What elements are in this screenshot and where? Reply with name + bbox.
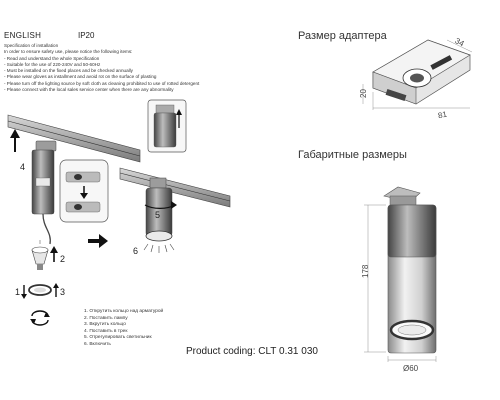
track-rail-left bbox=[7, 114, 141, 163]
spec-line: - Please turn off the lighting source by… bbox=[4, 80, 200, 86]
product-coding: Product coding: CLT 0.31 030 bbox=[186, 346, 318, 357]
instruction-item: 2. Поставить лампу bbox=[84, 315, 128, 321]
instruction-item: 1. Открутить кольцо над арматурой bbox=[84, 309, 164, 314]
spec-line: - Please connect with the local sales se… bbox=[4, 87, 174, 93]
instruction-item: 5. Отрегулировать светильник bbox=[84, 335, 152, 341]
arrow-right-icon bbox=[88, 234, 108, 248]
spec-line: - Read and understand the whole Specific… bbox=[4, 55, 100, 61]
instructions-list: 1. Открутить кольцо над арматурой 2. Пос… bbox=[84, 309, 163, 349]
light-rays-icon bbox=[143, 243, 175, 253]
adapter-size-title: Размер адаптера bbox=[298, 30, 387, 42]
spec-line: - Must be installed on the fixed places … bbox=[4, 68, 133, 74]
arrow-up-icon-ring bbox=[53, 283, 59, 297]
arrow-up-icon-lamp bbox=[50, 246, 58, 262]
arrow-up-icon bbox=[10, 129, 20, 152]
lamp-bulb-drawing bbox=[31, 240, 49, 270]
step-number-2: 2 bbox=[60, 254, 65, 264]
ip-rating-label: IP20 bbox=[78, 31, 95, 40]
overall-dimensions-title: Габаритные размеры bbox=[298, 149, 407, 161]
spotlight-step5-drawing bbox=[144, 177, 177, 242]
adapter-width-dimension: 34 bbox=[453, 36, 466, 48]
instruction-item: 4. Поставить в трек bbox=[84, 328, 128, 334]
instruction-item: 3. Вкрутить кольцо bbox=[84, 322, 126, 328]
ring-drawing bbox=[28, 284, 52, 296]
detail-box-adapter bbox=[59, 159, 109, 223]
overall-diameter-dimension: Ø60 bbox=[403, 364, 419, 373]
spec-line: Specification of installation bbox=[4, 43, 59, 48]
adapter-length-dimension: 81 bbox=[437, 110, 448, 121]
spec-line: In order to ensure safety use, please no… bbox=[4, 49, 133, 55]
step-number-4: 4 bbox=[20, 162, 25, 172]
arrow-down-icon bbox=[21, 285, 27, 299]
spotlight-step4-drawing bbox=[31, 140, 57, 245]
rotate-arrows-icon bbox=[30, 310, 50, 326]
adapter-drawing bbox=[362, 39, 473, 110]
specification-text: Specification of installation In order t… bbox=[4, 43, 284, 93]
detail-box-spotlight bbox=[147, 99, 187, 153]
instruction-item: 6. Включить bbox=[84, 341, 111, 347]
step-number-5: 5 bbox=[155, 210, 160, 220]
step-number-6: 6 bbox=[133, 246, 138, 256]
step-number-3: 3 bbox=[60, 287, 65, 297]
overall-height-dimension: 178 bbox=[361, 264, 370, 278]
dimensions-drawing bbox=[364, 186, 437, 362]
step-number-1: 1 bbox=[15, 287, 20, 297]
spec-line: - Suitable for the use of 220-240V and 5… bbox=[4, 61, 101, 67]
language-label: ENGLISH bbox=[4, 31, 42, 40]
spec-line: - Please wear gloves as installment and … bbox=[4, 74, 157, 80]
adapter-height-dimension: 20 bbox=[359, 89, 368, 98]
track-rail-center bbox=[119, 167, 231, 208]
